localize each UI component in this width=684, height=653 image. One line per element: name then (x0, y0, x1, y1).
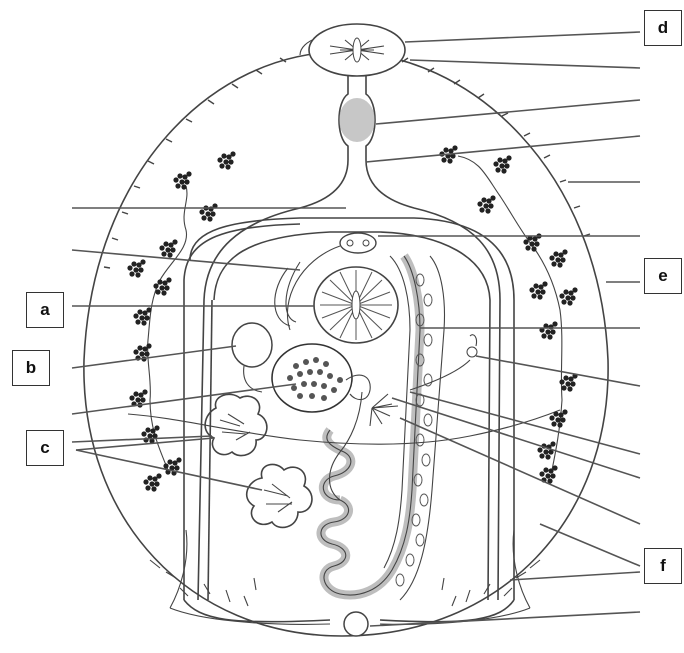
pharynx (339, 76, 375, 160)
label-c: c (26, 430, 64, 466)
label-d: d (644, 10, 682, 46)
label-f: f (644, 548, 682, 584)
vitellaria-right (439, 145, 577, 483)
label-e: e (644, 258, 682, 294)
testis-upper (205, 394, 267, 455)
label-b: b (12, 350, 50, 386)
ovary (272, 344, 352, 412)
label-a: a (26, 292, 64, 328)
oral-sucker (309, 24, 405, 76)
testis-lower (247, 464, 312, 527)
ventral-sucker (314, 267, 398, 343)
